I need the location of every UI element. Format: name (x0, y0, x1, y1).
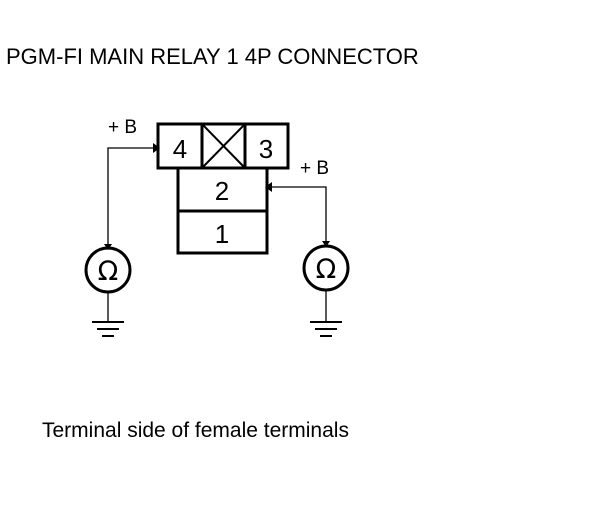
blank-cavity-x-mark (201, 123, 246, 169)
right-ohmmeter-symbol: Ω (316, 254, 337, 285)
left-ground-icon (92, 321, 124, 337)
left-supply-label: + B (108, 117, 137, 138)
connector-4p (156, 122, 290, 255)
pin-label-3: 3 (259, 134, 273, 164)
pin-label-4: 4 (173, 134, 187, 164)
left-probe-circuit (107, 147, 158, 322)
left-probe-arrow-icon (104, 244, 112, 250)
left-probe-wire (107, 147, 158, 248)
left-ohmmeter-symbol: Ω (98, 256, 119, 287)
left-ohmmeter-icon: Ω (84, 246, 132, 294)
right-probe-tip-icon (265, 182, 272, 192)
right-ground-icon (310, 321, 342, 337)
diagram-title: PGM-FI MAIN RELAY 1 4P CONNECTOR (6, 44, 419, 69)
pin-label-1: 1 (215, 219, 229, 249)
right-probe-arrow-icon (322, 241, 330, 247)
right-probe-wire (267, 186, 327, 245)
view-caption: Terminal side of female terminals (42, 419, 349, 442)
right-supply-label: + B (300, 158, 329, 179)
connector-top-row (156, 122, 290, 170)
right-probe-circuit (267, 186, 327, 322)
left-probe-tip-icon (153, 143, 160, 153)
right-ohmmeter-icon: Ω (302, 244, 350, 292)
pin-label-2: 2 (215, 176, 229, 206)
